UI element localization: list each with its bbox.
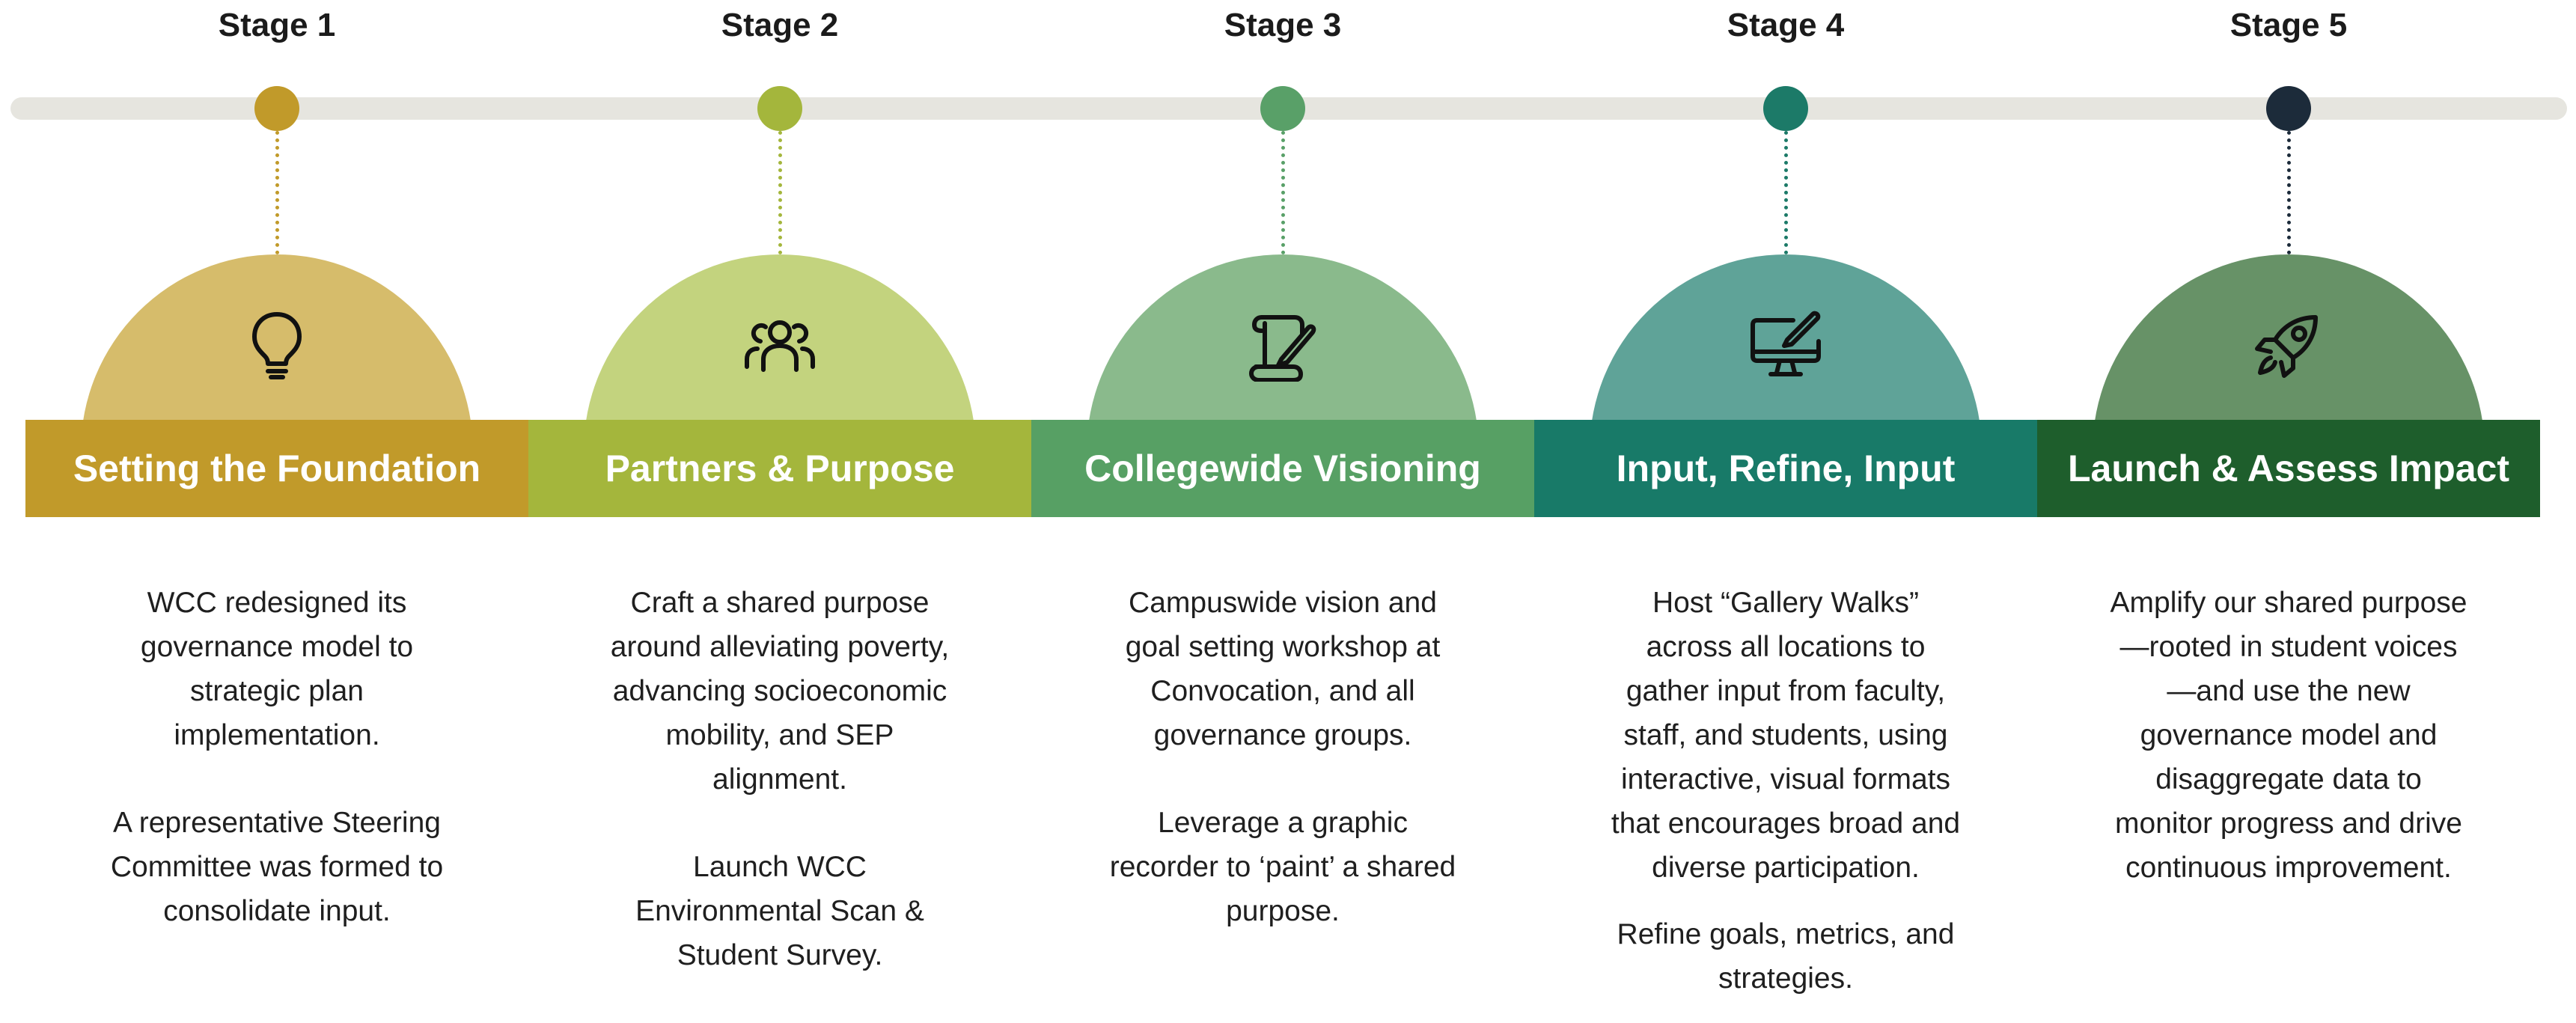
- stage-marker-dot: [2266, 86, 2311, 131]
- stage-label: Stage 3: [1224, 7, 1342, 43]
- computer-monitor-icon: [1748, 307, 1823, 382]
- description-paragraph: WCC redesigned its governance model to s…: [140, 587, 414, 751]
- description-paragraph: Leverage a graphic recorder to ‘paint’ a…: [1109, 807, 1456, 927]
- scroll-pen-icon: [1245, 307, 1320, 382]
- lightbulb-icon: [239, 307, 314, 382]
- people-group-icon: [742, 307, 817, 382]
- dotted-connector: [2287, 131, 2291, 254]
- stage-marker-dot: [1260, 86, 1305, 131]
- stage-label: Stage 1: [218, 7, 336, 43]
- stage-marker-dot: [254, 86, 299, 131]
- stage-description: Amplify our shared purpose—rooted in stu…: [2109, 581, 2468, 890]
- stage-label: Stage 2: [721, 7, 839, 43]
- description-paragraph: Amplify our shared purpose—rooted in stu…: [2110, 587, 2467, 884]
- stage-description: WCC redesigned its governance model to s…: [97, 581, 457, 933]
- stage-description: Craft a shared purpose around alleviatin…: [600, 581, 959, 977]
- description-paragraph: A representative Steering Committee was …: [110, 807, 444, 927]
- stage-title: Setting the Foundation: [25, 420, 528, 517]
- description-paragraph: Launch WCC Environmental Scan & Student …: [635, 851, 924, 971]
- dotted-connector: [1784, 131, 1788, 254]
- dotted-connector: [275, 131, 279, 254]
- stage-description: Host “Gallery Walks” across all location…: [1606, 581, 1965, 1023]
- description-paragraph: Campuswide vision and goal setting works…: [1125, 587, 1441, 751]
- description-paragraph: Refine goals, metrics, and strategies.: [1617, 918, 1955, 995]
- description-paragraph: Craft a shared purpose around alleviatin…: [610, 587, 950, 796]
- stage-marker-dot: [757, 86, 802, 131]
- rocket-icon: [2251, 307, 2326, 382]
- stage-marker-dot: [1763, 86, 1808, 131]
- stage-description: Campuswide vision and goal setting works…: [1103, 581, 1462, 933]
- description-paragraph: Host “Gallery Walks” across all location…: [1611, 587, 1961, 884]
- stage-label: Stage 5: [2229, 7, 2348, 43]
- stage-label: Stage 4: [1727, 7, 1845, 43]
- stage-title: Collegewide Visioning: [1031, 420, 1534, 517]
- dotted-connector: [1281, 131, 1285, 254]
- stage-title: Input, Refine, Input: [1534, 420, 2037, 517]
- stage-title: Launch & Assess Impact: [2037, 420, 2540, 517]
- dotted-connector: [778, 131, 782, 254]
- stage-title: Partners & Purpose: [528, 420, 1031, 517]
